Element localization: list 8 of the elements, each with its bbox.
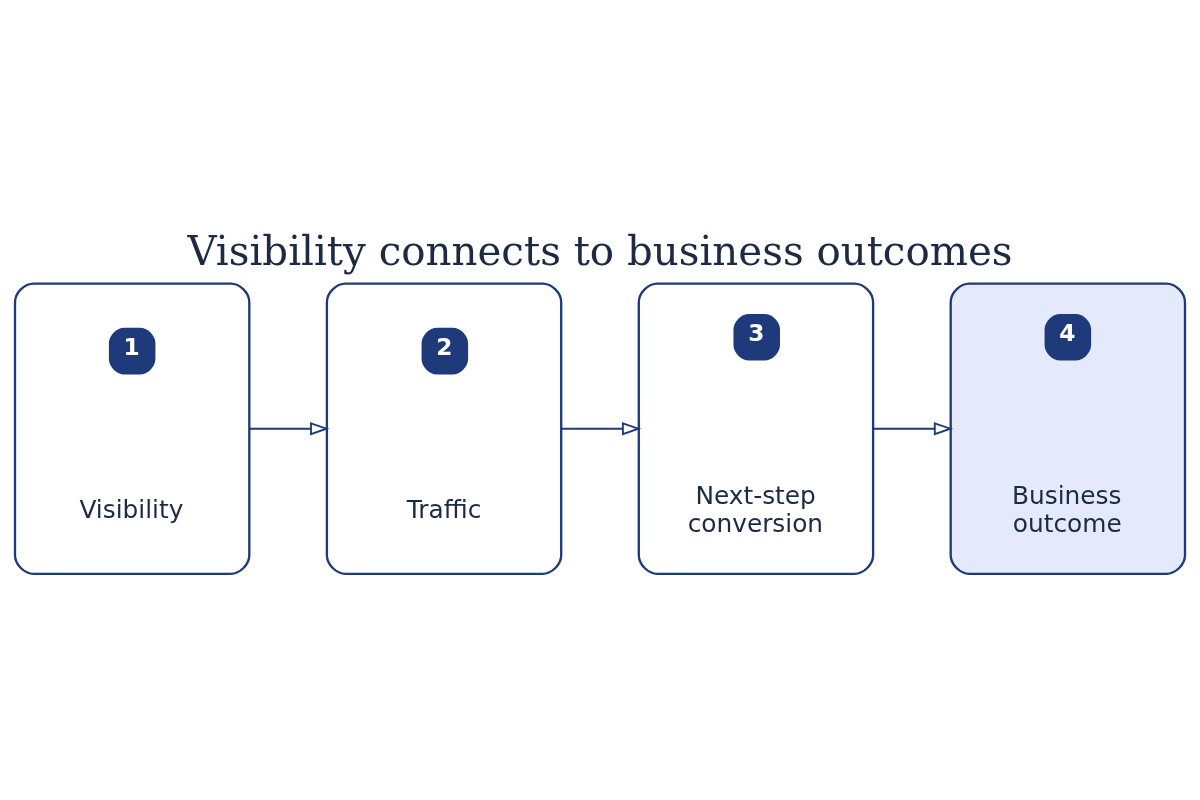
arrow [872,421,954,436]
arrow [560,421,642,436]
node-box: 3 Next-step conversion [637,282,875,575]
arrow [248,421,330,436]
diagram-title: Visibility connects to business outcomes [187,227,1013,275]
node-box: 4 Business outcome [949,282,1187,575]
node-box: 1 Visibility [13,282,251,575]
node-box: 2 Traffic [325,282,563,575]
